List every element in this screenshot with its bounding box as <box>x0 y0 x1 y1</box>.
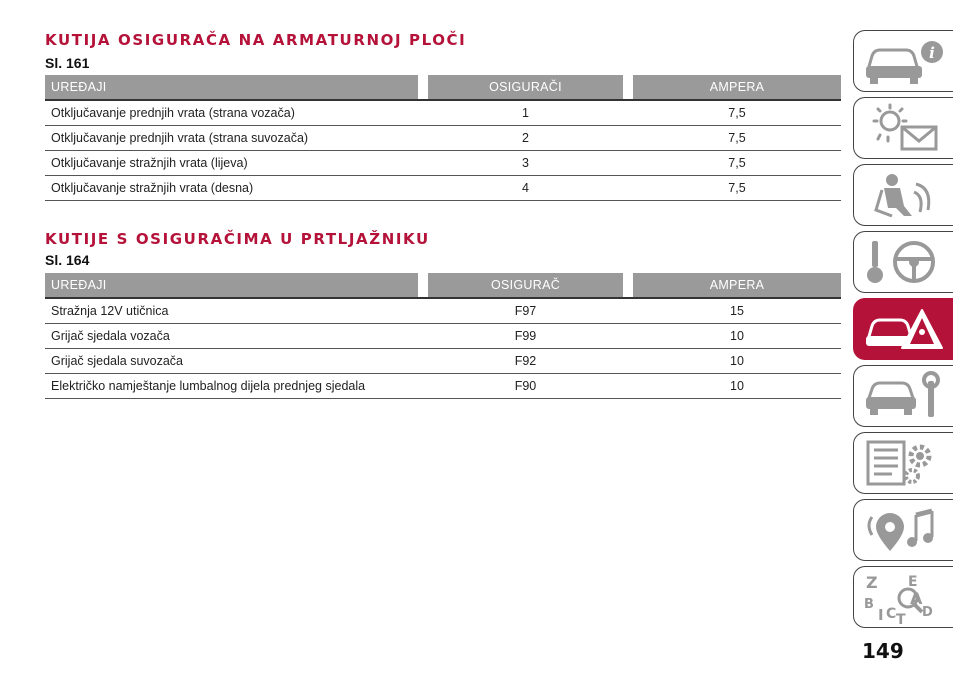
device-cell: Otključavanje prednjih vrata (strana suv… <box>45 125 418 151</box>
tab-emergency[interactable] <box>853 298 953 360</box>
section-title-trunk-fuses: KUTIJE S OSIGURAČIMA U PRTLJAŽNIKU <box>45 230 430 248</box>
ampere-cell: 7,5 <box>633 150 841 176</box>
section-title-dashboard-fuses: KUTIJA OSIGURAČA NA ARMATURNOJ PLOČI <box>45 31 467 49</box>
table-row: Grijač sjedala suvozača F92 10 <box>45 348 841 374</box>
column-header-devices: UREĐAJI <box>45 75 418 101</box>
ampere-cell: 7,5 <box>633 100 841 126</box>
column-header-amperes: AMPERA <box>633 75 841 101</box>
ampere-cell: 10 <box>633 373 841 399</box>
tab-index[interactable]: Z E B A I C T D <box>853 566 953 628</box>
tab-car-info[interactable]: i <box>853 30 953 92</box>
device-cell: Grijač sjedala suvozača <box>45 348 418 374</box>
svg-text:i: i <box>929 44 935 62</box>
tab-technical-data[interactable] <box>853 432 953 494</box>
seat-safety-icon <box>874 174 931 218</box>
table-row: Otključavanje prednjih vrata (strana voz… <box>45 100 841 126</box>
fuse-table-trunk: UREĐAJI OSIGURAČ AMPERA Stražnja 12V uti… <box>45 273 841 399</box>
column-header-fuses: OSIGURAČI <box>428 75 623 101</box>
fuse-cell: F97 <box>428 298 623 324</box>
index-letter: C <box>886 606 896 622</box>
emergency-icon <box>866 309 943 349</box>
table-row: Stražnja 12V utičnica F97 15 <box>45 298 841 324</box>
index-letter: T <box>896 612 906 624</box>
ampere-cell: 7,5 <box>633 175 841 201</box>
index-icon: Z E B A I C T D <box>864 573 933 624</box>
fuse-cell: F90 <box>428 373 623 399</box>
fuse-cell: 1 <box>428 100 623 126</box>
fuse-cell: F92 <box>428 348 623 374</box>
figure-reference: Sl. 161 <box>45 55 90 71</box>
device-cell: Otključavanje stražnjih vrata (lijeva) <box>45 150 418 176</box>
fuse-table-dashboard: UREĐAJI OSIGURAČI AMPERA Otključavanje p… <box>45 75 841 201</box>
device-cell: Grijač sjedala vozača <box>45 323 418 349</box>
index-letter: Z <box>866 573 878 592</box>
technical-data-icon <box>866 440 932 486</box>
ampere-cell: 10 <box>633 348 841 374</box>
multimedia-icon <box>867 508 934 551</box>
index-letter: D <box>922 605 933 620</box>
fuse-cell: 4 <box>428 175 623 201</box>
steering-start-icon <box>867 241 935 283</box>
device-cell: Stražnja 12V utičnica <box>45 298 418 324</box>
table-header-row: UREĐAJI OSIGURAČ AMPERA <box>45 273 841 299</box>
index-letter: I <box>878 606 884 624</box>
fuse-cell: F99 <box>428 323 623 349</box>
car-maintenance-icon <box>865 371 940 417</box>
index-letter: B <box>864 597 874 612</box>
fuse-cell: 2 <box>428 125 623 151</box>
figure-reference: Sl. 164 <box>45 252 90 268</box>
ampere-cell: 15 <box>633 298 841 324</box>
fuse-cell: 3 <box>428 150 623 176</box>
tab-seat-safety[interactable] <box>853 164 953 226</box>
column-header-devices: UREĐAJI <box>45 273 418 299</box>
ampere-cell: 10 <box>633 323 841 349</box>
table-row: Grijač sjedala vozača F99 10 <box>45 323 841 349</box>
tab-car-maintenance[interactable] <box>853 365 953 427</box>
page-number: 149 <box>862 639 904 663</box>
tab-multimedia[interactable] <box>853 499 953 561</box>
tab-steering-start[interactable] <box>853 231 953 293</box>
warning-lights-icon <box>872 103 938 151</box>
table-row: Električko namještanje lumbalnog dijela … <box>45 373 841 399</box>
column-header-fuse: OSIGURAČ <box>428 273 623 299</box>
ampere-cell: 7,5 <box>633 125 841 151</box>
device-cell: Otključavanje stražnjih vrata (desna) <box>45 175 418 201</box>
tab-warning-lights[interactable] <box>853 97 953 159</box>
device-cell: Električko namještanje lumbalnog dijela … <box>45 373 418 399</box>
device-cell: Otključavanje prednjih vrata (strana voz… <box>45 100 418 126</box>
table-row: Otključavanje stražnjih vrata (lijeva) 3… <box>45 150 841 176</box>
table-row: Otključavanje prednjih vrata (strana suv… <box>45 125 841 151</box>
table-header-row: UREĐAJI OSIGURAČI AMPERA <box>45 75 841 101</box>
table-row: Otključavanje stražnjih vrata (desna) 4 … <box>45 175 841 201</box>
column-header-amperes: AMPERA <box>633 273 841 299</box>
car-info-icon: i <box>866 41 943 84</box>
index-letter: E <box>908 574 918 590</box>
